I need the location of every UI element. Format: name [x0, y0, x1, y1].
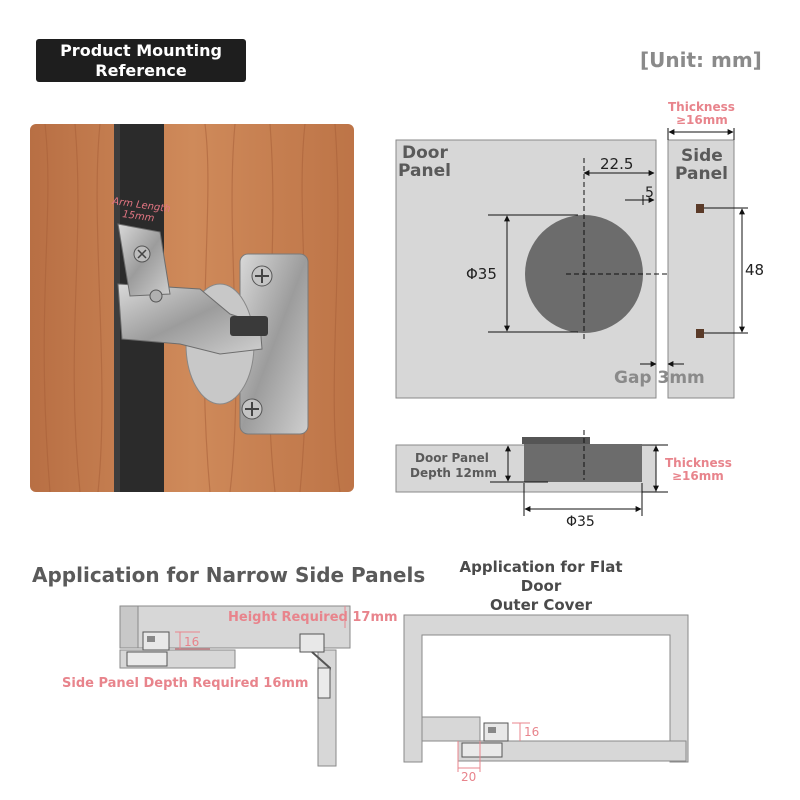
- section-view: Door Panel Depth 12mm Thickness ≥16mm Φ3…: [395, 430, 732, 530]
- badge-line-1: Product Mounting: [60, 40, 222, 60]
- narrow-dim-16: 16: [184, 635, 199, 649]
- dim-edge: 5: [645, 185, 654, 201]
- cup-section: [524, 444, 642, 482]
- side-depth-label: Side Panel Depth Required 16mm: [62, 676, 308, 691]
- depth-label-2: Depth 12mm: [410, 466, 497, 480]
- flat-door-diagram: 16 20: [403, 614, 689, 784]
- height-required-label: Height Required 17mm: [228, 610, 398, 625]
- depth-label-1: Door Panel: [415, 451, 489, 465]
- hinge-photo-illustration: Arm Length 15mm: [30, 124, 354, 492]
- flat-dim-20: 20: [461, 770, 476, 784]
- cup-rim: [522, 437, 590, 444]
- narrow-panels-diagram: 16 Height Required 17mm Side Panel Depth…: [62, 605, 398, 767]
- side-panel-label-2: Panel: [675, 164, 728, 184]
- gap-label: Gap 3mm: [614, 368, 705, 388]
- flat-door-title: Application for Flat Door Outer Cover: [440, 558, 642, 615]
- thickness-section-1: Thickness: [665, 456, 732, 470]
- mounting-reference-badge: Product Mounting Reference: [36, 39, 246, 82]
- thickness-section-2: ≥16mm: [672, 469, 724, 483]
- narrow-panels-title: Application for Narrow Side Panels: [32, 563, 426, 587]
- dim-offset: 22.5: [600, 155, 633, 173]
- thickness-top-2: ≥16mm: [676, 113, 728, 127]
- flat-dim-16: 16: [524, 725, 539, 739]
- screw-hole-bottom: [696, 329, 704, 338]
- top-view: Door Panel 22.5 5 Φ35 Side Panel 48 Thic…: [395, 100, 764, 399]
- side-panel-label-1: Side: [681, 146, 723, 166]
- flat-door-title-line-2: Outer Cover: [489, 596, 593, 614]
- dim-hole-spacing: 48: [745, 261, 764, 279]
- flat-door-title-line-1: Application for Flat Door: [459, 558, 623, 595]
- thickness-top-1: Thickness: [668, 100, 735, 114]
- hinge-photo: Arm Length 15mm: [30, 124, 354, 492]
- screw-hole-top: [696, 204, 704, 213]
- side-panel-top: [667, 139, 735, 399]
- dim-diameter: Φ35: [466, 265, 497, 283]
- unit-label: [Unit: mm]: [640, 48, 762, 72]
- badge-line-2: Reference: [95, 60, 187, 80]
- door-panel-label-2: Panel: [398, 161, 451, 181]
- arm-length-label-2: 15mm: [122, 209, 156, 224]
- section-dim-diameter: Φ35: [566, 514, 595, 530]
- door-panel-label-1: Door: [402, 143, 448, 163]
